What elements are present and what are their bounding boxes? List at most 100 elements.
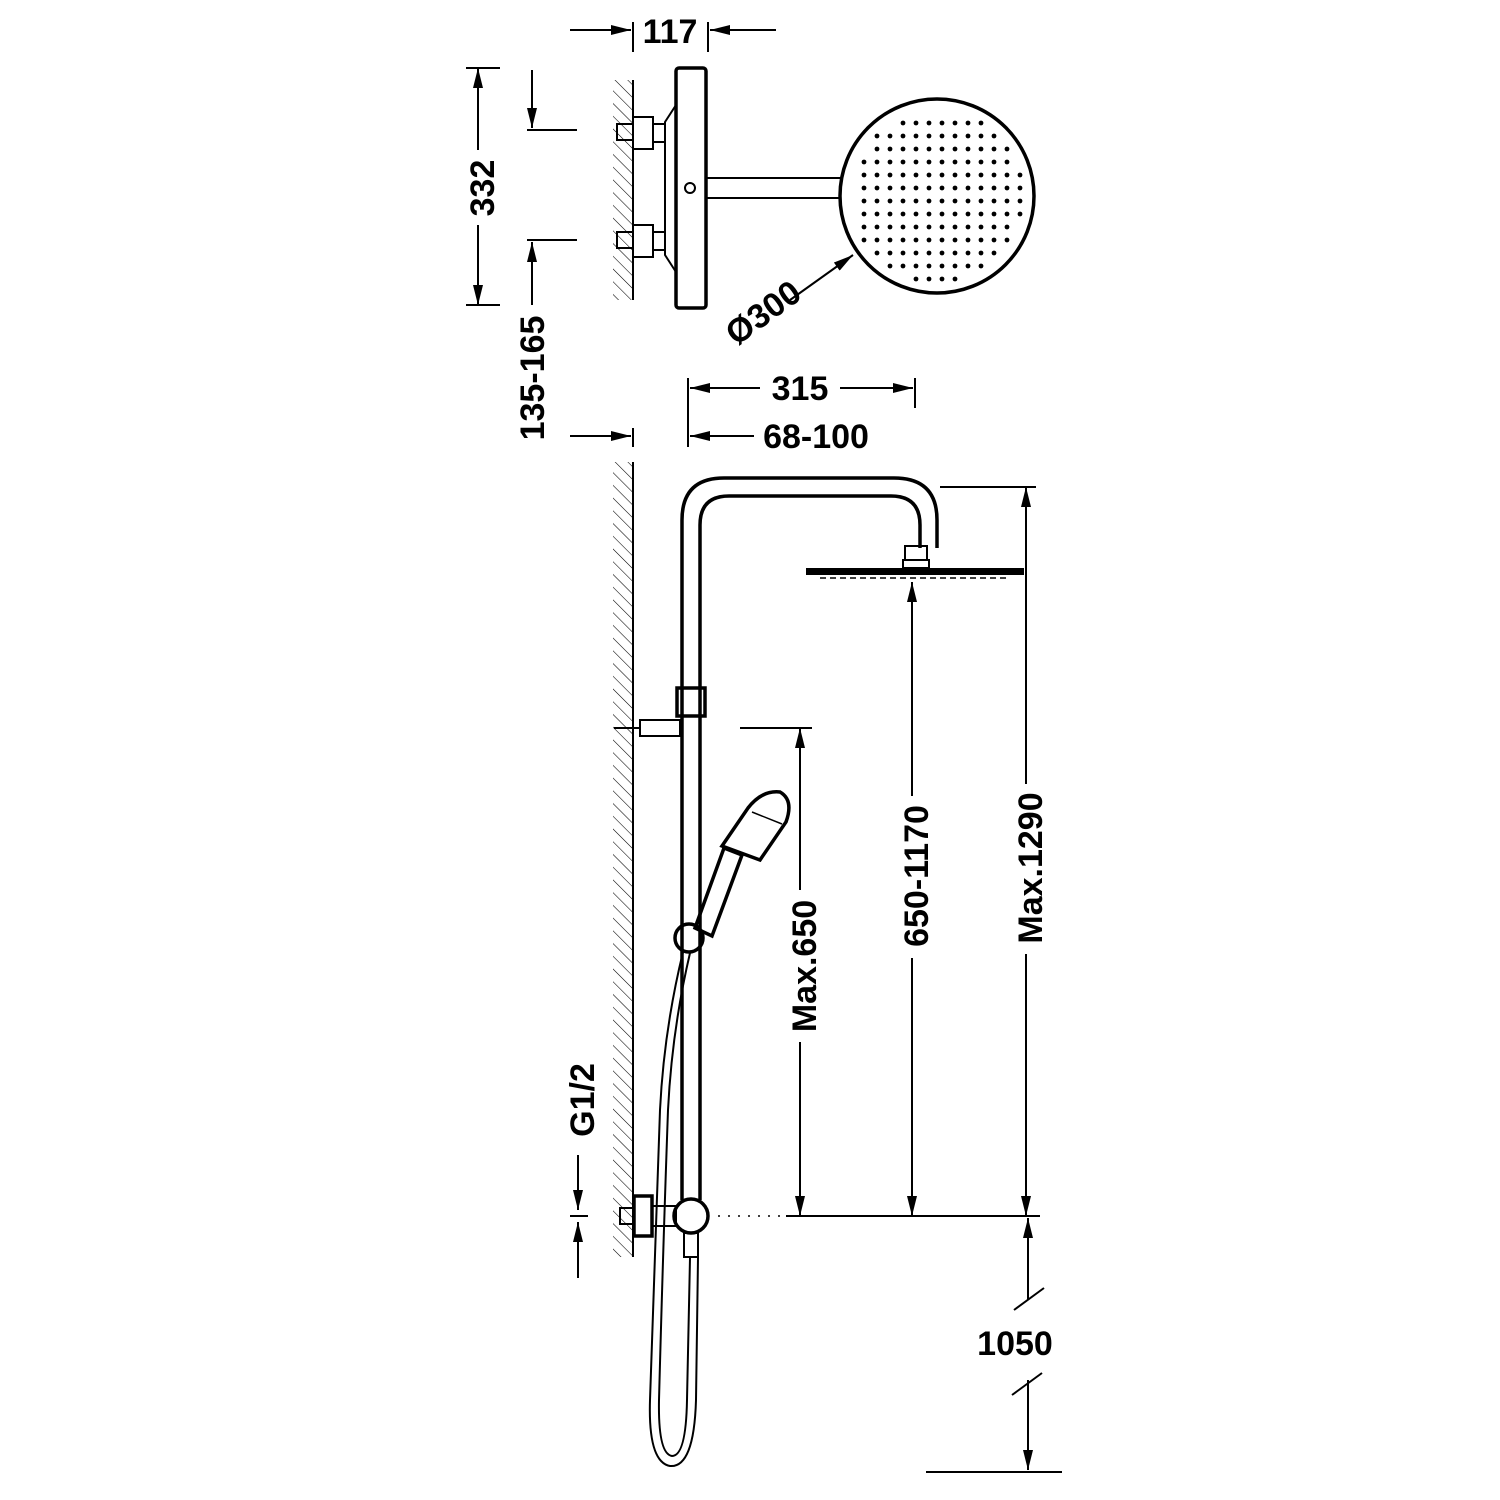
shower-head-nozzles xyxy=(861,120,1023,282)
thermostat-body-bevel xyxy=(664,104,677,273)
nozzle-dot xyxy=(952,276,958,282)
nozzle-dot xyxy=(913,172,919,178)
nozzle-dot xyxy=(926,185,932,191)
nozzle-dot xyxy=(926,172,932,178)
nozzle-dot xyxy=(978,120,984,126)
nozzle-dot xyxy=(926,276,932,282)
nozzle-dot xyxy=(926,198,932,204)
nozzle-dot xyxy=(1004,172,1010,178)
nozzle-dot xyxy=(1004,211,1010,217)
nozzle-dot xyxy=(887,211,893,217)
nozzle-dot xyxy=(939,198,945,204)
nozzle-dot xyxy=(978,185,984,191)
bottom-connector xyxy=(651,1205,677,1227)
nozzle-dot xyxy=(965,120,971,126)
column-pipe-outer xyxy=(680,476,939,1200)
nozzle-dot xyxy=(913,276,919,282)
wall-hatch-side xyxy=(613,462,633,1257)
nozzle-dot xyxy=(939,224,945,230)
dim-diameter-label: Ø300 xyxy=(719,273,809,353)
nozzle-dot xyxy=(887,172,893,178)
nozzle-dot xyxy=(978,250,984,256)
hose-inner xyxy=(657,952,691,1458)
nozzle-dot xyxy=(952,224,958,230)
diameter-leader xyxy=(789,254,854,301)
nozzle-dot xyxy=(1004,224,1010,230)
nozzle-dot xyxy=(926,250,932,256)
nozzle-dot xyxy=(900,263,906,269)
break-mark xyxy=(1013,1287,1045,1311)
nozzle-dot xyxy=(965,159,971,165)
hose-outer xyxy=(648,951,699,1468)
nozzle-dot xyxy=(1004,198,1010,204)
upper-connector xyxy=(652,123,666,143)
thermostat-outlet xyxy=(684,182,696,194)
label-bg xyxy=(782,890,822,1042)
dim-315-label: 315 xyxy=(772,370,829,408)
nozzle-dot xyxy=(939,250,945,256)
nozzle-dot xyxy=(939,159,945,165)
nozzle-dot xyxy=(874,224,880,230)
nozzle-dot xyxy=(978,133,984,139)
nozzle-dot xyxy=(900,198,906,204)
nozzle-dot xyxy=(1004,237,1010,243)
nozzle-dot xyxy=(952,185,958,191)
projection-dimensions: 315 68-100 xyxy=(570,370,916,456)
nozzle-dot xyxy=(952,120,958,126)
nozzle-dot xyxy=(926,120,932,126)
nozzle-dot xyxy=(952,159,958,165)
nozzle-dot xyxy=(991,211,997,217)
nozzle-dot xyxy=(926,237,932,243)
nozzle-dot xyxy=(874,146,880,152)
nozzle-dot xyxy=(952,250,958,256)
nozzle-dot xyxy=(978,263,984,269)
nozzle-dot xyxy=(991,250,997,256)
nozzle-dot xyxy=(887,237,893,243)
nozzle-dot xyxy=(939,172,945,178)
nozzle-dot xyxy=(991,159,997,165)
dim-1050-label: 1050 xyxy=(977,1325,1053,1363)
nozzle-dot xyxy=(952,146,958,152)
dim-650-1170-label: 650-1170 xyxy=(898,805,936,947)
nozzle-dot xyxy=(874,159,880,165)
nozzle-dot xyxy=(874,250,880,256)
dim-max-650-label: Max.650 xyxy=(786,900,824,1032)
nozzle-dot xyxy=(861,237,867,243)
label-bg xyxy=(894,796,934,958)
top-view: 117 332 135-165 Ø300 xyxy=(460,13,1036,441)
nozzle-dot xyxy=(965,224,971,230)
head-connector xyxy=(904,545,928,561)
nozzle-dot xyxy=(978,224,984,230)
upper-nut xyxy=(632,116,654,150)
nozzle-dot xyxy=(952,172,958,178)
nozzle-dot xyxy=(939,276,945,282)
dim-332-label: 332 xyxy=(464,160,502,217)
bottom-nut xyxy=(632,1194,654,1238)
dim-g12-label: G1/2 xyxy=(564,1063,602,1137)
nozzle-dot xyxy=(1017,198,1023,204)
nozzle-dot xyxy=(874,237,880,243)
nozzle-dot xyxy=(965,133,971,139)
nozzle-dot xyxy=(952,211,958,217)
nozzle-dot xyxy=(939,120,945,126)
nozzle-dot xyxy=(1004,185,1010,191)
dim-135-165-label: 135-165 xyxy=(514,316,552,441)
nozzle-dot xyxy=(913,185,919,191)
diverter-knob xyxy=(672,1197,710,1235)
nozzle-dot xyxy=(1004,146,1010,152)
nozzle-dot xyxy=(965,237,971,243)
hand-shower-head xyxy=(719,790,791,863)
nozzle-dot xyxy=(874,185,880,191)
nozzle-dot xyxy=(874,133,880,139)
nozzle-dot xyxy=(913,133,919,139)
nozzle-dot xyxy=(991,237,997,243)
nozzle-dot xyxy=(926,133,932,139)
nozzle-dot xyxy=(913,120,919,126)
nozzle-dot xyxy=(965,250,971,256)
nozzle-dot xyxy=(861,224,867,230)
nozzle-dot xyxy=(913,237,919,243)
dim-max-1290-label: Max.1290 xyxy=(1012,792,1050,943)
nozzle-dot xyxy=(978,172,984,178)
nozzle-dot xyxy=(913,224,919,230)
